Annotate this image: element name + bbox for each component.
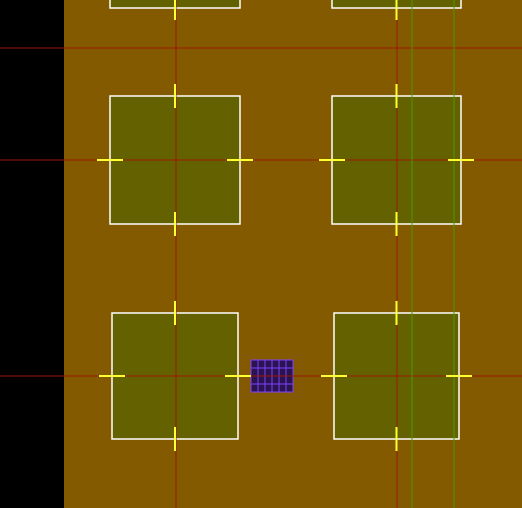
pin-markers-layer <box>97 0 474 451</box>
black-margin <box>0 0 64 508</box>
